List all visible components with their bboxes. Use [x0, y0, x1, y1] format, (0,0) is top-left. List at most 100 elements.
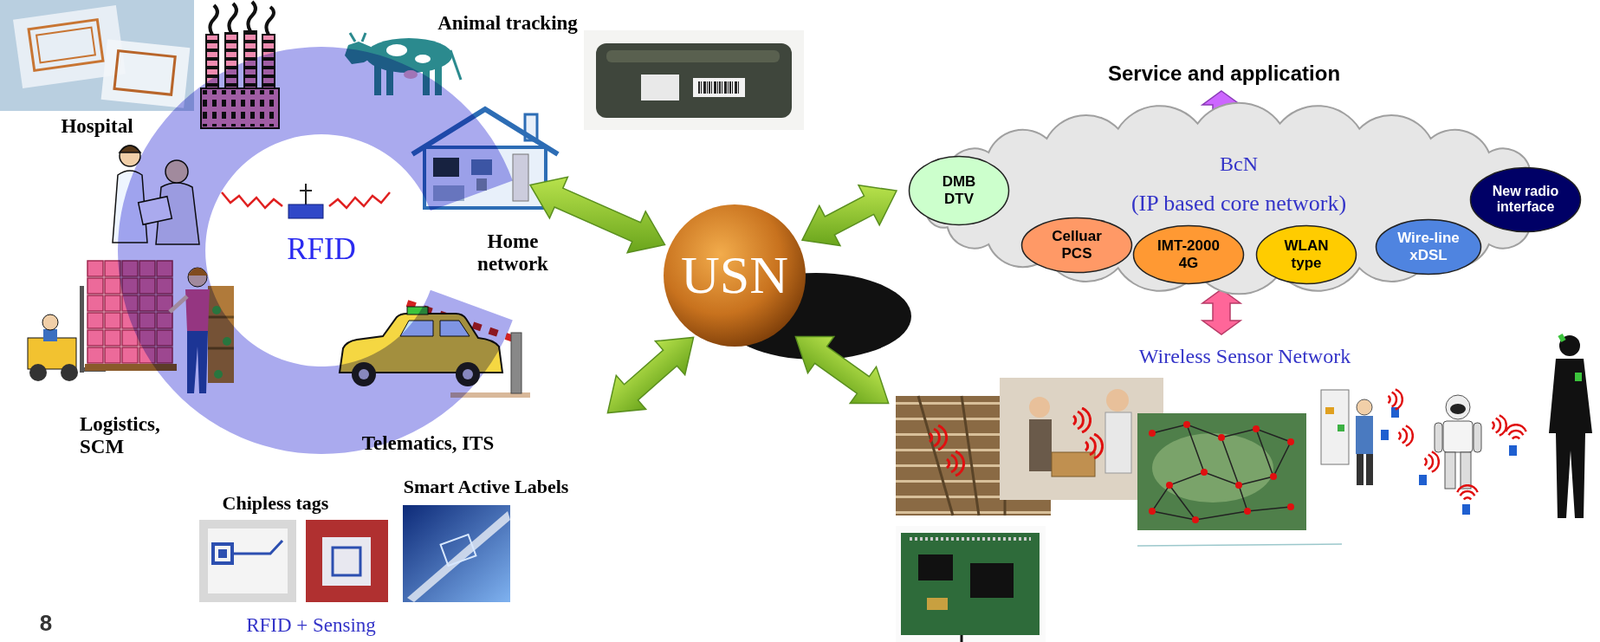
label-holder: Wireless Sensor Network: [1139, 344, 1351, 370]
ubiquitous-users: [1321, 389, 1349, 465]
network-name: IMT-2000 4G: [1153, 237, 1224, 272]
network-oval: DMB DTV: [907, 155, 1011, 227]
ubiquitous-users: [1425, 451, 1439, 472]
label-holder: Smart Active Labels: [403, 475, 570, 498]
network-name: WLAN type: [1281, 237, 1332, 272]
sensor-board-photo: [926, 597, 948, 610]
text-label: 8: [39, 610, 52, 637]
rfid-inlay-photo: [0, 0, 195, 111]
ubiquitous-users: [1418, 474, 1427, 486]
sensor-board-photo: [909, 537, 1031, 541]
sensor-board-photo: [918, 554, 953, 581]
ubiquitous-users: [1509, 445, 1517, 456]
logistics-icon: [60, 363, 78, 382]
tag-photos: [207, 528, 288, 594]
network-name: Wire-line xDSL: [1394, 229, 1463, 264]
ubiquitous-users: [1445, 395, 1471, 420]
tag-photos: [322, 537, 371, 586]
sensor-map-photo: [1287, 438, 1295, 446]
rfid-reader-photo: [693, 77, 745, 98]
shoppers-photo: [1085, 434, 1103, 459]
underline-rule: [1137, 544, 1342, 546]
cow-icon: [349, 32, 366, 42]
rfid-inlay-photo: [28, 19, 104, 72]
ubiquitous-users: [1355, 415, 1374, 454]
label-holder: Hospital: [60, 115, 133, 138]
sensor-map-photo: [1152, 433, 1274, 503]
label-holder: Home network: [477, 230, 549, 277]
sensor-map-photo: [1183, 421, 1191, 428]
cow-icon: [414, 54, 431, 64]
ring-shape: [117, 46, 513, 454]
ubiquitous-users: [1380, 407, 1517, 515]
rfid-reader-photo: [595, 43, 792, 118]
logistics-icon: [79, 285, 85, 373]
tag-photos: [305, 519, 389, 603]
green-double-arrow: [530, 176, 666, 253]
oval-shape: [1256, 226, 1357, 285]
text-label: Logistics, SCM: [79, 413, 161, 460]
cloud-text: BcN: [1219, 152, 1258, 177]
factory-icon: [209, 1, 274, 35]
label-holder: Telematics, ITS: [362, 432, 495, 455]
sensor-map-photo: [1148, 507, 1156, 515]
ubiquitous-users: [1457, 485, 1477, 499]
text-label: Smart Active Labels: [403, 475, 570, 498]
tag-photos: [440, 534, 477, 566]
sensor-map-photo: [1287, 503, 1295, 511]
ubiquitous-users: [1473, 422, 1482, 453]
green-double-arrow: [782, 317, 902, 422]
sensor-map-photo: [1148, 429, 1156, 437]
warehouse-photo: [946, 451, 965, 476]
bcn-cloud: BcN(IP based core network)DMB DTVCelluar…: [900, 102, 1577, 295]
sensor-board-photo: [895, 525, 1046, 642]
oval-shape: [1470, 167, 1581, 232]
circle-text: USN: [680, 244, 789, 306]
telematics-icon: [511, 332, 522, 394]
hospital-icon: [119, 145, 141, 167]
ubiquitous-users: [1366, 453, 1374, 486]
rfid-inlay-photo: [36, 27, 96, 64]
sensor-map-photo: [1252, 425, 1260, 433]
text-label: Animal tracking: [437, 12, 578, 35]
green-double-arrow: [592, 320, 708, 430]
network-oval: WLAN type: [1255, 224, 1358, 286]
sensor-map-photo: [1243, 507, 1251, 515]
text-label: Hospital: [60, 115, 133, 138]
ubiquitous-users: [1557, 333, 1566, 343]
ubiquitous-users: [1321, 333, 1593, 519]
label-holder: 8: [39, 610, 52, 637]
sensor-map-photo: [1152, 424, 1291, 520]
rfid-reader-icon: [299, 189, 312, 192]
sensor-map-photo: [1217, 434, 1225, 441]
ubiquitous-users: [1574, 372, 1582, 382]
tag-photos: [407, 511, 511, 603]
oval-shape: [909, 156, 1010, 226]
rfid-reader-photo: [606, 50, 780, 63]
label-holder: RFID + Sensing: [246, 614, 376, 637]
sensor-board-photo: [970, 563, 1014, 598]
text-label: Chipless tags: [222, 492, 330, 514]
text-label: Service and application: [1107, 61, 1341, 86]
network-oval: Wire-line xDSL: [1374, 218, 1483, 276]
tag-photos: [213, 544, 233, 564]
warehouse-photo: [929, 425, 947, 450]
rfid-reader-icon: [221, 183, 390, 219]
ubiquitous-users: [1492, 414, 1507, 435]
hospital-icon: [119, 145, 141, 153]
ubiquitous-users: [1380, 429, 1389, 441]
pink-double-arrow: [1202, 289, 1241, 335]
text-label: Wireless Sensor Network: [1139, 344, 1351, 370]
green-double-arrow: [802, 185, 897, 247]
shoppers-photo: [1029, 419, 1052, 472]
ubiquitous-users: [1462, 504, 1471, 515]
ubiquitous-users: [1460, 452, 1471, 489]
sensor-map-photo: [1169, 424, 1274, 520]
shoppers-photo: [1029, 396, 1050, 418]
ubiquitous-users: [1548, 358, 1593, 519]
tag-photos: [218, 549, 227, 558]
oval-shape: [1133, 226, 1244, 285]
rfid-reader-icon: [304, 183, 307, 205]
sensor-map-photo: [1148, 421, 1295, 524]
oval-shape: [1022, 217, 1133, 273]
